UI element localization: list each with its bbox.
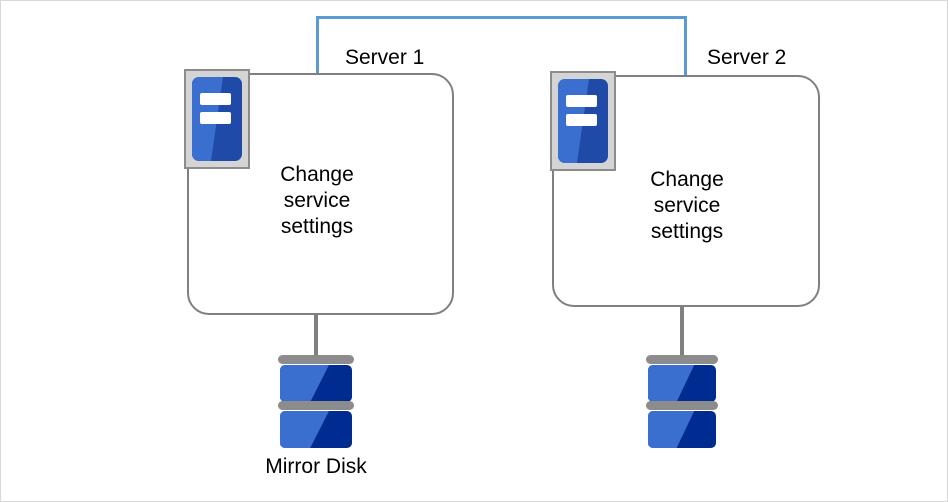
server-1-body-line-3: settings xyxy=(280,215,354,238)
interconnect-right-drop-line xyxy=(684,16,687,75)
disk-block-lower xyxy=(648,411,716,448)
server-2-computer-icon xyxy=(550,71,616,171)
server-2-body-line-1: Change xyxy=(650,168,724,191)
disk-block-highlight xyxy=(280,411,329,448)
disk-block-upper xyxy=(280,365,352,402)
disk-plate-middle xyxy=(646,401,718,410)
server-icon-body xyxy=(192,77,242,161)
interconnect-left-drop-line xyxy=(316,16,319,75)
server-icon-slot-bar-top xyxy=(200,92,231,105)
server-2-body-line-3: settings xyxy=(650,220,724,243)
disk-plate-top xyxy=(278,355,354,364)
server-2-body-line-2: service xyxy=(653,194,721,217)
disk-block-highlight xyxy=(648,365,695,402)
disk-block-lower xyxy=(280,411,352,448)
server-icon-slot-bar-bottom xyxy=(200,112,231,125)
mirror-disk-1-icon xyxy=(278,355,354,451)
disk-block-highlight xyxy=(280,365,329,402)
server-1-disk-connector xyxy=(314,314,318,357)
server-2-disk-connector xyxy=(680,306,684,357)
interconnect-horizontal-line xyxy=(316,16,687,19)
server-1-body-text: Change service settings xyxy=(247,162,387,240)
mirror-disk-label: Mirror Disk xyxy=(265,455,367,478)
server-icon-body xyxy=(558,79,608,163)
server-2-body-text: Change service settings xyxy=(617,167,757,245)
disk-plate-top xyxy=(646,355,718,364)
server-1-computer-icon xyxy=(184,69,250,169)
server-1-label: Server 1 xyxy=(345,46,425,69)
disk-plate-middle xyxy=(278,401,354,410)
disk-block-upper xyxy=(648,365,716,402)
disk-block-highlight xyxy=(648,411,695,448)
server-icon-slot-bar-top xyxy=(566,94,597,107)
server-1-body-line-2: service xyxy=(283,189,351,212)
server-interconnect-bracket xyxy=(316,16,687,75)
server-1-body-line-1: Change xyxy=(280,163,354,186)
server-2-label: Server 2 xyxy=(707,46,787,69)
server-icon-slot-bar-bottom xyxy=(566,114,597,127)
mirror-disk-2-icon xyxy=(646,355,718,451)
